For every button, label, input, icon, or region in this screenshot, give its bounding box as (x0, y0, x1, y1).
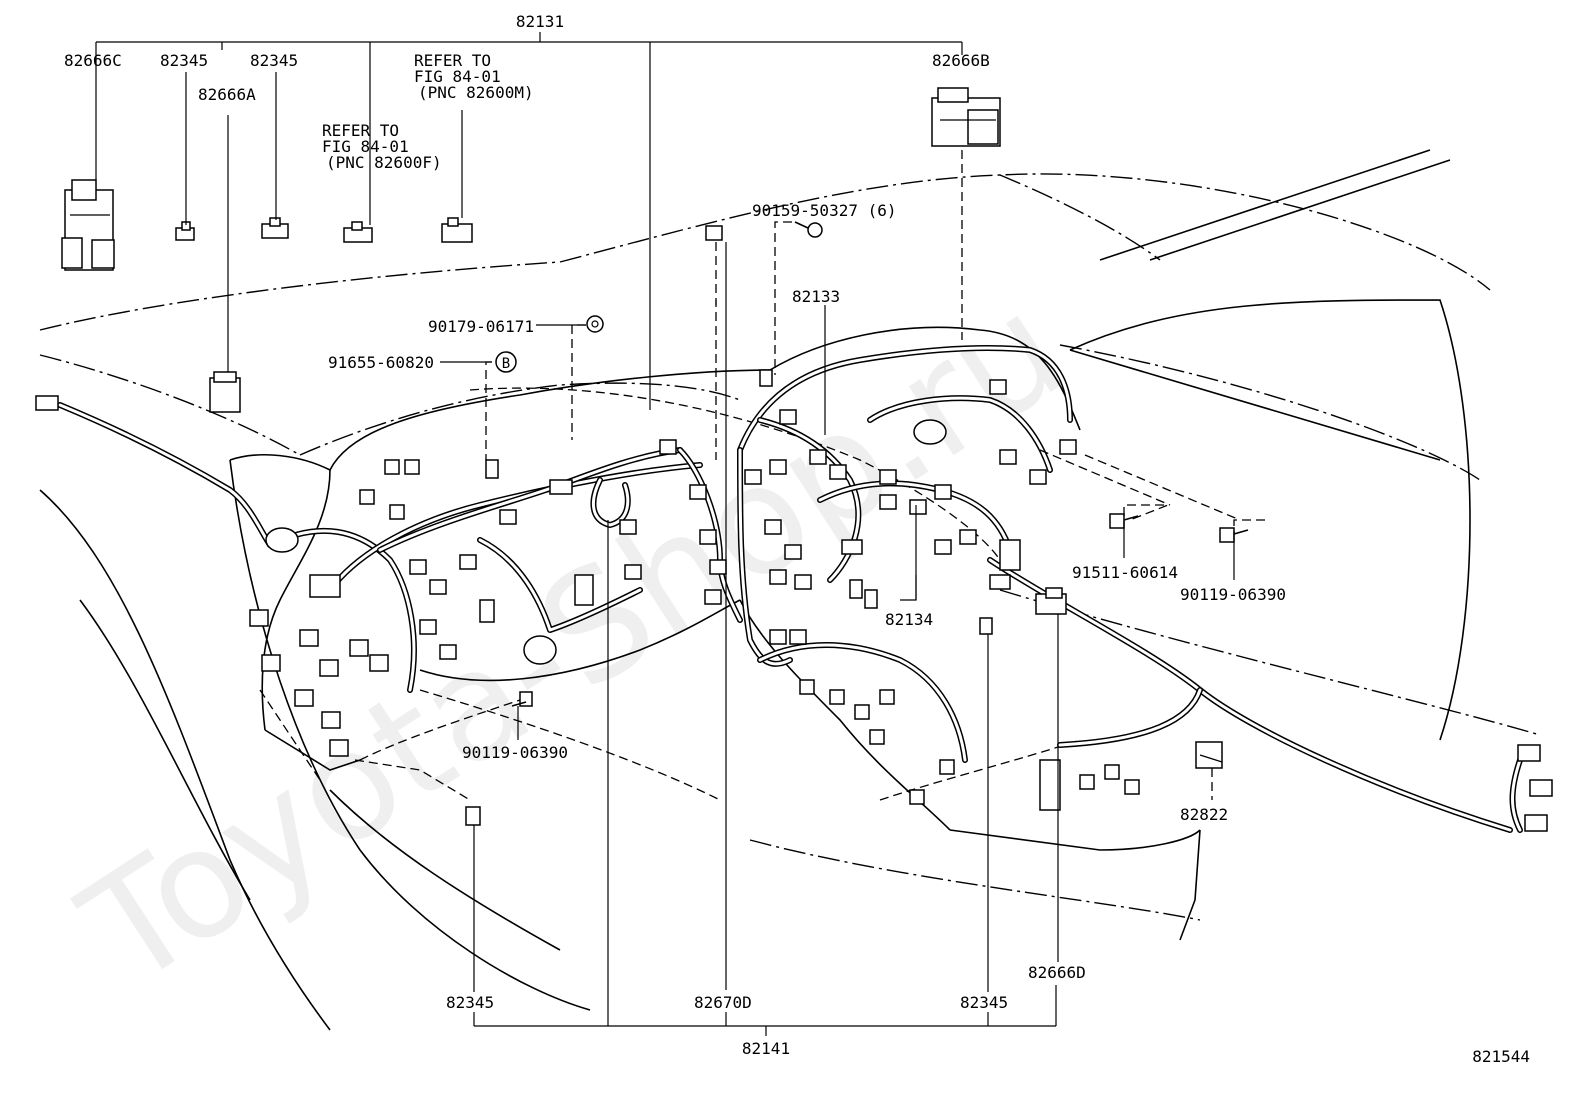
grommet (523, 635, 557, 665)
label-82134: 82134 (885, 610, 933, 629)
callout-labels: 82131 82666C 82345 82345 82666A REFER TO… (64, 12, 1530, 1066)
refer-note-2-line2: FIG 84-01 (414, 67, 501, 86)
bolt-90119-left (511, 691, 533, 707)
relay-82345-b (261, 217, 289, 239)
symbol-b-circle (495, 351, 517, 373)
harness-connectors (35, 379, 1553, 832)
bracket-82666D (1035, 587, 1067, 615)
bracket-82822 (1195, 741, 1223, 769)
relay-82345-a (175, 221, 195, 241)
junction-block-82666C (61, 179, 115, 271)
refer-note-1-line3: (PNC 82600F) (326, 153, 442, 172)
label-82345-bottom-right: 82345 (960, 993, 1008, 1012)
label-82822: 82822 (1180, 805, 1228, 824)
relay-82345-bottom-left (465, 806, 481, 826)
clip-90179 (586, 315, 604, 333)
label-90179-06171: 90179-06171 (428, 317, 534, 336)
label-82133: 82133 (792, 287, 840, 306)
bolt-90159 (794, 221, 823, 238)
refer-note-2-line3: (PNC 82600M) (418, 83, 534, 102)
label-90159-50327: 90159-50327 (6) (752, 201, 897, 220)
grommet (913, 419, 947, 445)
relay-block-82666B (931, 87, 1001, 147)
label-82666D: 82666D (1028, 963, 1086, 982)
label-82666A: 82666A (198, 85, 256, 104)
fender-lines (39, 459, 591, 1031)
connector (35, 395, 59, 411)
clamp (705, 225, 723, 241)
label-82131: 82131 (516, 12, 564, 31)
watermark: Toyota-Shop.ru (54, 262, 1093, 1021)
label-90119-06390-right: 90119-06390 (1180, 585, 1286, 604)
label-82345-a: 82345 (160, 51, 208, 70)
label-82670D: 82670D (694, 993, 752, 1012)
relay-82345-bottom-right (979, 617, 993, 635)
bolt-91511 (1109, 513, 1139, 529)
label-90119-06390-left: 90119-06390 (462, 743, 568, 762)
clamp (485, 459, 499, 479)
label-82666B: 82666B (932, 51, 990, 70)
figure-number: 821544 (1472, 1047, 1530, 1066)
grommet (265, 527, 299, 553)
vehicle-body-outline (39, 149, 1541, 921)
refer-note-1-line2: FIG 84-01 (322, 137, 409, 156)
clamp (759, 369, 773, 387)
symbol-b: B (502, 356, 510, 372)
relay-block-82666A (209, 371, 241, 413)
refer-note-2-line1: REFER TO (414, 51, 491, 70)
relay-82600F (343, 221, 373, 243)
refer-note-1-line1: REFER TO (322, 121, 399, 140)
label-82141: 82141 (742, 1039, 790, 1058)
label-82345-b: 82345 (250, 51, 298, 70)
label-82345-bottom-left: 82345 (446, 993, 494, 1012)
label-91511-60614: 91511-60614 (1072, 563, 1178, 582)
label-91655-60820: 91655-60820 (328, 353, 434, 372)
relay-82600M (441, 217, 473, 243)
leader-lines (95, 32, 1268, 1036)
label-82666C: 82666C (64, 51, 122, 70)
loose-parts (61, 87, 1249, 826)
